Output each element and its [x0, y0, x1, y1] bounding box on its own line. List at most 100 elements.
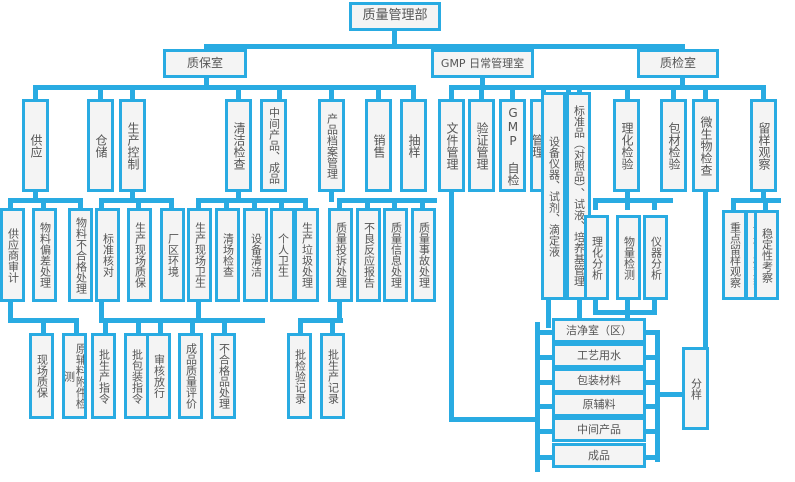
connector-line	[136, 198, 141, 210]
connector-line	[337, 300, 342, 322]
connector-line	[761, 191, 766, 202]
node-equipment-reagent[interactable]: 设备仪器、试剂、滴定液	[541, 92, 566, 300]
node-mass-detection[interactable]: 物量检测	[616, 215, 641, 300]
node-finished-quality-evaluation[interactable]: 成品质量评价	[178, 333, 203, 419]
node-dept-qa[interactable]: 质保室	[163, 49, 247, 78]
node-site-qa[interactable]: 生产现场质保	[127, 208, 152, 302]
connector-line	[535, 322, 540, 472]
node-packaging-material-test[interactable]: 包材检验	[660, 99, 687, 192]
node-quality-information[interactable]: 质量信息处理	[383, 208, 408, 302]
connector-line	[130, 191, 135, 202]
node-nonconforming-handling[interactable]: 不合格品处理	[211, 333, 236, 419]
connector-line	[761, 85, 766, 99]
node-key-retain-observation[interactable]: 重点留样观察	[722, 210, 747, 300]
connector-line	[703, 85, 708, 99]
connector-line	[376, 85, 416, 90]
connector-line	[625, 85, 630, 99]
connector-line	[337, 198, 342, 210]
connector-line	[480, 77, 485, 86]
connector-line	[535, 355, 553, 360]
node-standards-management[interactable]: 标准品（对照品）、试液、培养基管理	[566, 92, 591, 300]
node-cleanroom[interactable]: 洁净室（区）	[552, 318, 646, 343]
node-supply[interactable]: 供应	[22, 99, 49, 192]
node-document-management[interactable]: 文件管理	[438, 99, 465, 192]
node-batch-test-record[interactable]: 批检验记录	[287, 333, 312, 419]
connector-line	[480, 44, 485, 53]
node-equipment-cleaning[interactable]: 设备清洁	[243, 208, 268, 302]
node-intermediate-product[interactable]: 中间产品	[552, 417, 646, 442]
node-production-control[interactable]: 生产控制	[119, 99, 146, 192]
node-product-archive[interactable]: 产品档案管理	[318, 99, 345, 192]
node-raw-material-detection[interactable]: 原辅料附件检测	[62, 333, 87, 419]
connector-line	[41, 198, 46, 210]
connector-line	[98, 85, 103, 99]
connector-line	[329, 85, 334, 99]
node-physchem-analysis[interactable]: 理化分析	[584, 215, 609, 300]
connector-line	[33, 191, 38, 202]
node-physical-chemical-test[interactable]: 理化检验	[613, 99, 640, 192]
connector-line	[449, 85, 454, 99]
node-batch-production-order[interactable]: 批生产指令	[91, 333, 116, 419]
node-clean-check[interactable]: 清洁检查	[225, 99, 252, 192]
node-supplier-audit[interactable]: 供应商审计	[0, 208, 25, 302]
node-review-release[interactable]: 审核放行	[146, 333, 171, 419]
connector-line	[593, 300, 598, 314]
node-dept-qc[interactable]: 质检室	[637, 49, 719, 78]
node-clearance-check[interactable]: 清场检查	[215, 208, 240, 302]
connector-line	[99, 198, 104, 210]
node-intermediate-finished[interactable]: 中间产品、成品	[260, 99, 287, 192]
node-quality-complaint[interactable]: 质量投诉处理	[328, 208, 353, 302]
connector-line	[731, 198, 736, 210]
connector-line	[449, 85, 582, 90]
node-site-qa-2[interactable]: 现场质保	[29, 333, 54, 419]
connector-line	[337, 198, 437, 203]
node-material-nonconformance[interactable]: 物料不合格处理	[68, 208, 93, 302]
connector-line	[652, 300, 657, 314]
node-raw-material[interactable]: 原辅料	[552, 392, 646, 417]
node-standard-verification[interactable]: 标准核对	[95, 208, 120, 302]
connector-line	[680, 44, 685, 53]
connector-line	[8, 300, 13, 322]
node-adverse-reaction[interactable]: 不良反应报告	[356, 208, 381, 302]
connector-line	[763, 198, 768, 210]
connector-line	[303, 198, 308, 210]
connector-line	[252, 198, 257, 210]
node-instrument-analysis[interactable]: 仪器分析	[643, 215, 668, 300]
node-sampling[interactable]: 抽样	[400, 99, 427, 192]
node-root[interactable]: 质量管理部	[349, 2, 441, 31]
connector-line	[625, 191, 630, 202]
connector-line	[277, 85, 282, 99]
node-packaging-material[interactable]: 包装材料	[552, 368, 646, 393]
node-batch-packaging-order[interactable]: 批包装指令	[124, 333, 149, 419]
connector-line	[535, 330, 553, 335]
node-personal-hygiene[interactable]: 个人卫生	[270, 208, 295, 302]
node-finished-product[interactable]: 成品	[552, 443, 646, 468]
node-dept-gmp[interactable]: GMP 日常管理室	[431, 49, 534, 78]
connector-line	[411, 85, 416, 99]
node-production-waste[interactable]: 生产垃圾处理	[294, 208, 319, 302]
connector-line	[298, 318, 303, 335]
node-microbiology-check[interactable]: 微生物检查	[692, 99, 719, 192]
connector-line	[158, 318, 163, 335]
connector-line	[99, 198, 169, 203]
node-plant-environment[interactable]: 厂区环境	[160, 208, 185, 302]
connector-line	[222, 318, 227, 335]
node-process-water[interactable]: 工艺用水	[552, 343, 646, 368]
node-validation-management[interactable]: 验证管理	[468, 99, 495, 192]
node-quality-accident[interactable]: 质量事故处理	[411, 208, 436, 302]
connector-line	[680, 77, 685, 86]
node-batch-production-record[interactable]: 批生产记录	[320, 333, 345, 419]
node-storage[interactable]: 仓储	[87, 99, 114, 192]
node-site-hygiene[interactable]: 生产现场卫生	[187, 208, 212, 302]
node-stability-study[interactable]: 稳定性考察	[754, 210, 779, 300]
connector-line	[236, 191, 241, 202]
connector-line	[593, 198, 598, 210]
connector-line	[625, 198, 630, 210]
connector-line	[33, 85, 38, 99]
node-sample-splitting[interactable]: 分样	[682, 347, 709, 430]
connector-line	[136, 318, 141, 335]
node-gmp-self-check[interactable]: GMP 自检	[499, 99, 526, 192]
node-material-deviation[interactable]: 物料偏差处理	[32, 208, 57, 302]
node-retain-observation[interactable]: 留样观察	[750, 99, 777, 192]
node-sales[interactable]: 销售	[365, 99, 392, 192]
